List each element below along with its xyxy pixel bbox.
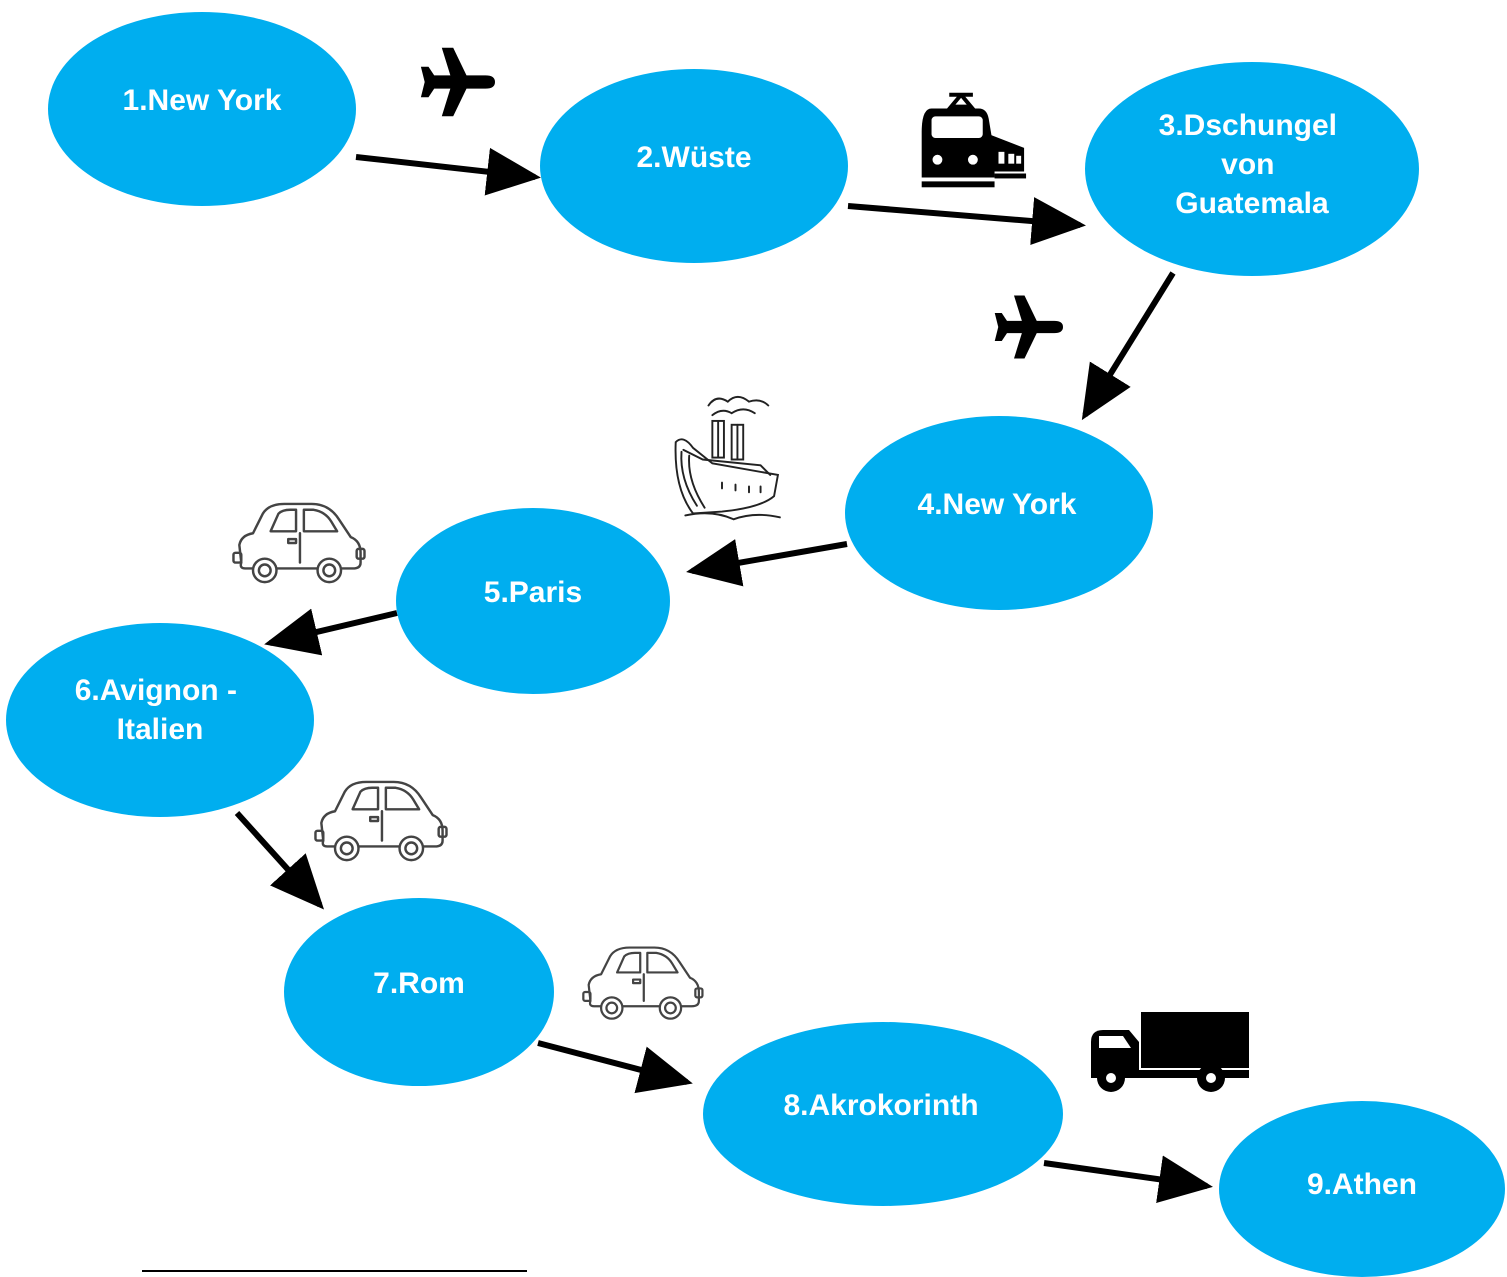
node-label-line: 9.Athen [1307,1168,1417,1201]
node-8: 8.Akrokorinth [703,1022,1063,1206]
node-ellipse [6,623,314,817]
route-arrows [234,147,1213,1204]
node-4: 4.New York [845,416,1153,610]
node-ellipse [1219,1101,1505,1277]
node-2: 2.Wüste [540,69,848,263]
arrow-7-to-8 [537,1040,693,1094]
node-label: 9.Athen [1307,1168,1417,1201]
node-label-line: 1.New York [123,84,282,117]
ship-icon [674,395,781,521]
node-label-line: 3.Dschungel [1159,109,1337,142]
node-label-line: 7.Rom [373,967,465,1000]
node-label-line: 6.Avignon - [75,674,237,707]
node-label: 6.Avignon - Italien [75,674,246,746]
node-label-line: 5.Paris [484,576,582,609]
car-icon [232,502,366,584]
arrow-1-to-2 [355,147,541,196]
node-label-line: Italien [117,713,204,746]
truck-icon [1091,1012,1249,1092]
node-label-line: 2.Wüste [636,141,751,174]
node-label: 1.New York [123,84,282,117]
train-icon [919,92,1029,190]
node-5: 5.Paris [396,508,670,694]
arrow-8-to-9 [1043,1155,1213,1204]
node-ellipse [284,898,554,1086]
node-ellipse [540,69,848,263]
node-label: 7.Rom [373,967,465,1000]
node-3: 3.Dschungel von Guatemala [1085,62,1419,276]
airplane-icon [420,47,495,117]
node-label-line: 4.New York [918,488,1077,521]
node-label-line: Guatemala [1175,187,1329,220]
node-label-line: von [1221,148,1274,181]
car-icon [314,780,448,862]
node-6: 6.Avignon - Italien [6,623,314,817]
arrow-6-to-7 [234,810,325,910]
node-1: 1.New York [48,12,356,206]
car-icon [582,946,704,1020]
node-label: 5.Paris [484,576,582,609]
node-7: 7.Rom [284,898,554,1086]
arrow-2-to-3 [847,197,1086,246]
node-ellipse [703,1022,1063,1206]
node-ellipse [396,508,670,694]
airplane-icon [994,295,1063,359]
node-label: 4.New York [918,488,1077,521]
node-9: 9.Athen [1219,1101,1505,1277]
node-label-line: 8.Akrokorinth [783,1089,978,1122]
node-ellipse [845,416,1153,610]
arrow-3-to-4 [1081,271,1176,421]
node-ellipse [1085,62,1419,276]
node-label: 3.Dschungel von Guatemala [1159,109,1346,220]
arrow-5-to-6 [264,608,398,656]
arrow-4-to-5 [686,539,848,587]
node-label: 2.Wüste [636,141,751,174]
node-ellipse [48,12,356,206]
node-label: 8.Akrokorinth [783,1089,978,1122]
